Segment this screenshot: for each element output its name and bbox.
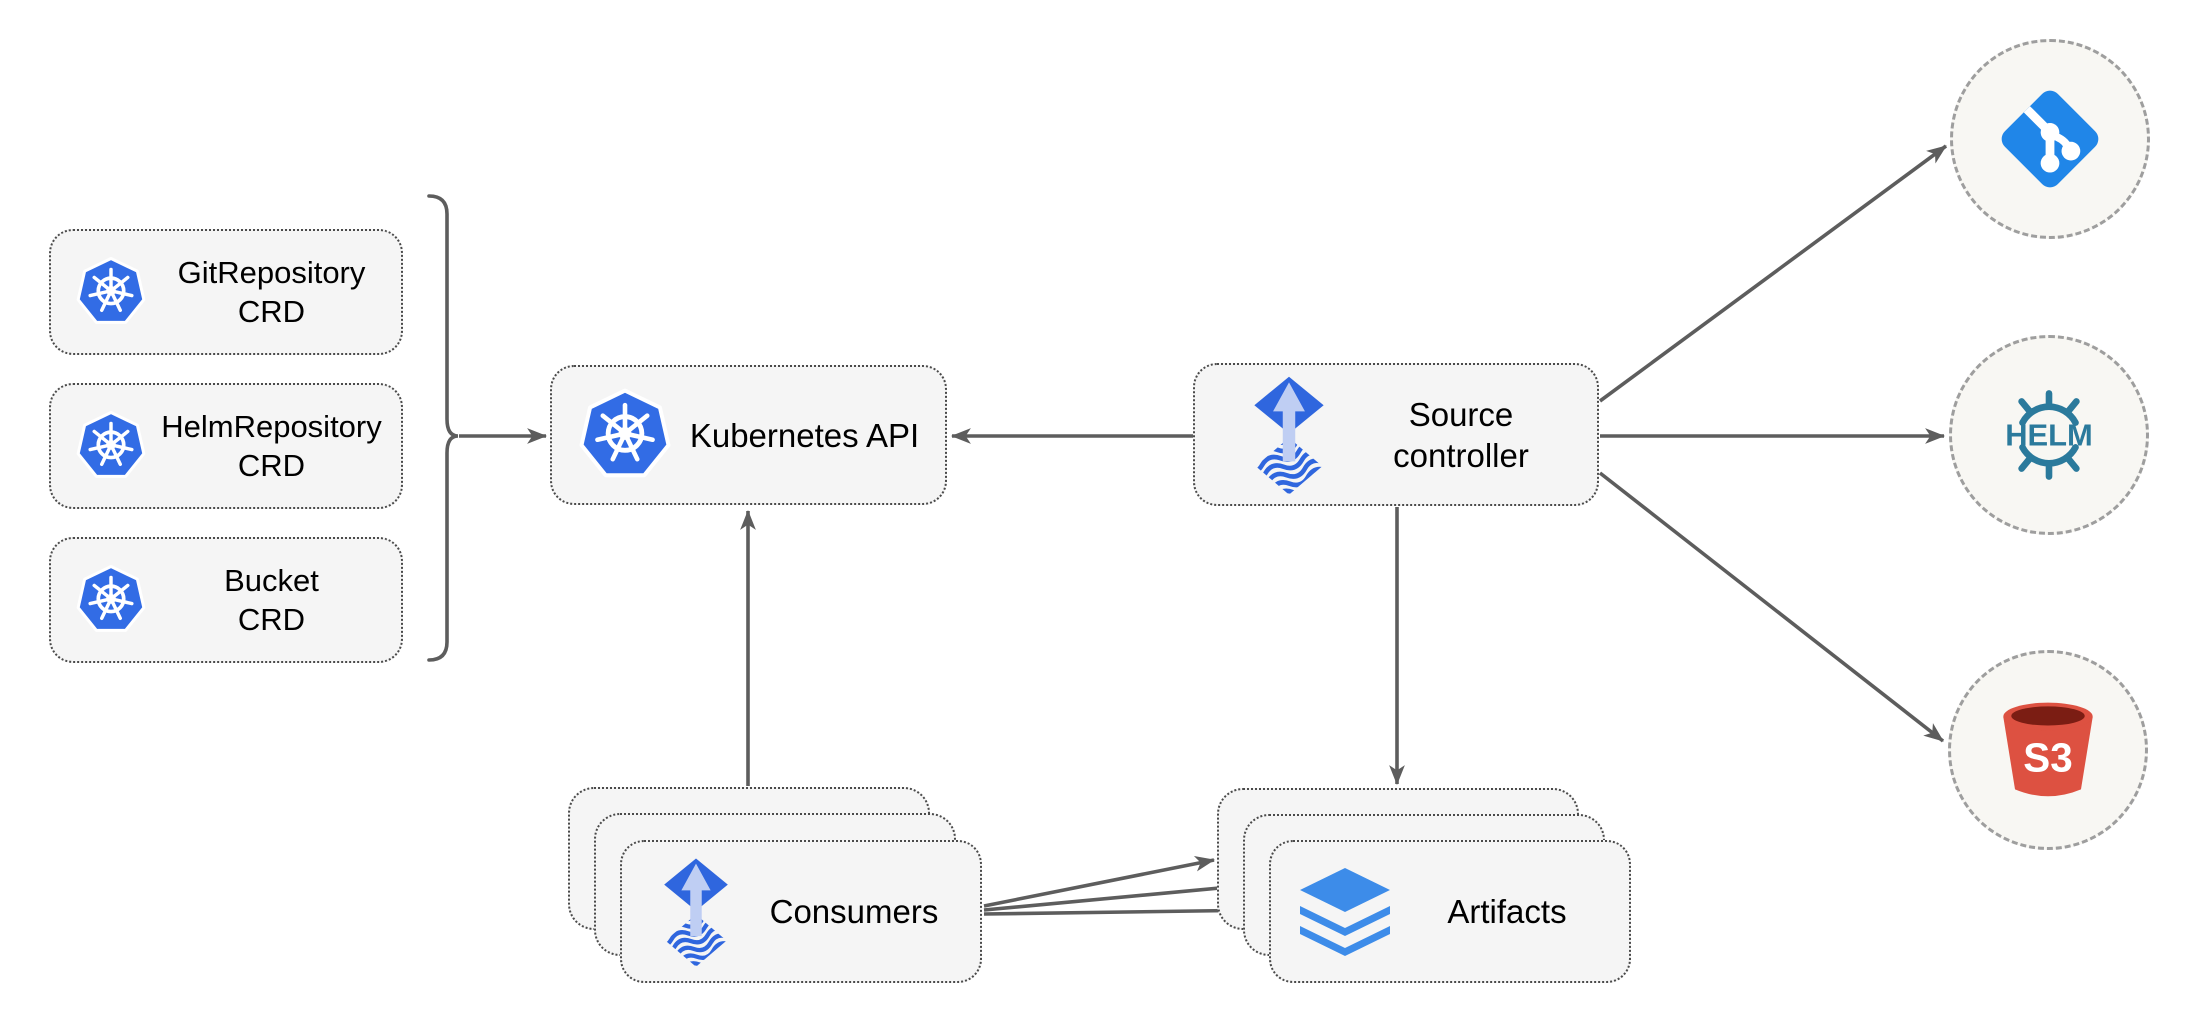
edge-source-to-s3 <box>1598 471 1945 743</box>
node-consumers: Consumers <box>620 840 982 983</box>
kubernetes-icon <box>74 563 148 637</box>
edge-consumers-to-artifacts-2 <box>983 879 1243 912</box>
layers-icon <box>1295 866 1395 958</box>
s3-label: S3 <box>2023 734 2072 780</box>
kubernetes-icon <box>74 255 148 329</box>
helm-label: HELM <box>2005 418 2093 453</box>
node-s3-source: S3 <box>1948 650 2148 850</box>
helm-icon: HELM <box>1996 387 2102 483</box>
edge-source-to-git <box>1598 144 1948 403</box>
node-helm-source: HELM <box>1949 335 2149 535</box>
flux-icon <box>1243 374 1335 496</box>
node-kubernetes-api: Kubernetes API <box>550 365 947 505</box>
node-label: Artifacts <box>1447 893 1567 930</box>
node-label: Kubernetes API <box>689 416 920 454</box>
node-label: Source controller <box>1393 395 1529 474</box>
crd-group-bracket <box>427 194 459 662</box>
node-source-controller: Source controller <box>1193 363 1599 506</box>
kubernetes-icon <box>576 386 674 484</box>
kubernetes-icon <box>74 409 148 483</box>
node-label: Consumers <box>769 893 939 930</box>
s3-bucket-icon: S3 <box>1994 700 2102 800</box>
node-git-source <box>1950 39 2150 239</box>
edge-consumers-to-artifacts-1 <box>983 855 1216 908</box>
flux-icon <box>654 856 738 968</box>
node-artifacts: Artifacts <box>1269 840 1631 983</box>
git-icon <box>1995 84 2105 194</box>
